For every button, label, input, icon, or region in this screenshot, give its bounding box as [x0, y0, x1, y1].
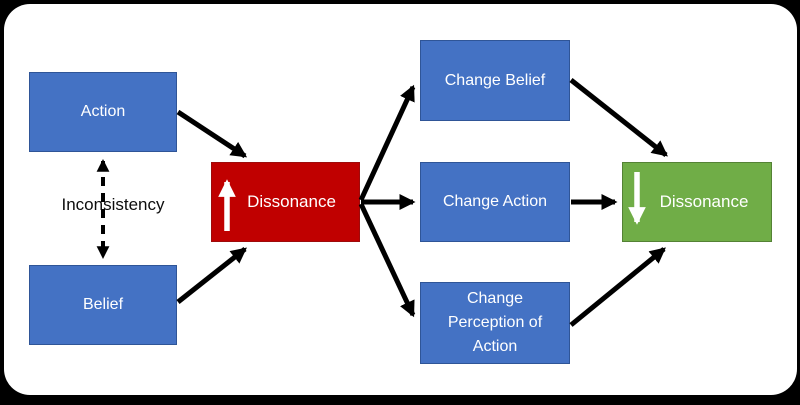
- node-dissonance-increase-label: Dissonance: [247, 192, 336, 212]
- node-dissonance-increase: Dissonance: [211, 162, 360, 242]
- inconsistency-label: Inconsistency: [56, 193, 170, 217]
- node-change-action: Change Action: [420, 162, 570, 242]
- node-belief-label: Belief: [82, 296, 124, 313]
- node-belief: Belief: [29, 265, 177, 345]
- node-dissonance-decrease: Dissonance: [622, 162, 772, 242]
- node-change-perception: Change Perception of Action: [420, 282, 570, 364]
- node-action-label: Action: [80, 103, 126, 120]
- node-change-action-label: Change Action: [442, 193, 548, 210]
- node-dissonance-decrease-label: Dissonance: [659, 192, 749, 212]
- node-change-perception-label: Change Perception of Action: [447, 290, 543, 355]
- node-action: Action: [29, 72, 177, 152]
- node-change-belief-label: Change Belief: [444, 71, 546, 89]
- node-change-belief: Change Belief: [420, 40, 570, 121]
